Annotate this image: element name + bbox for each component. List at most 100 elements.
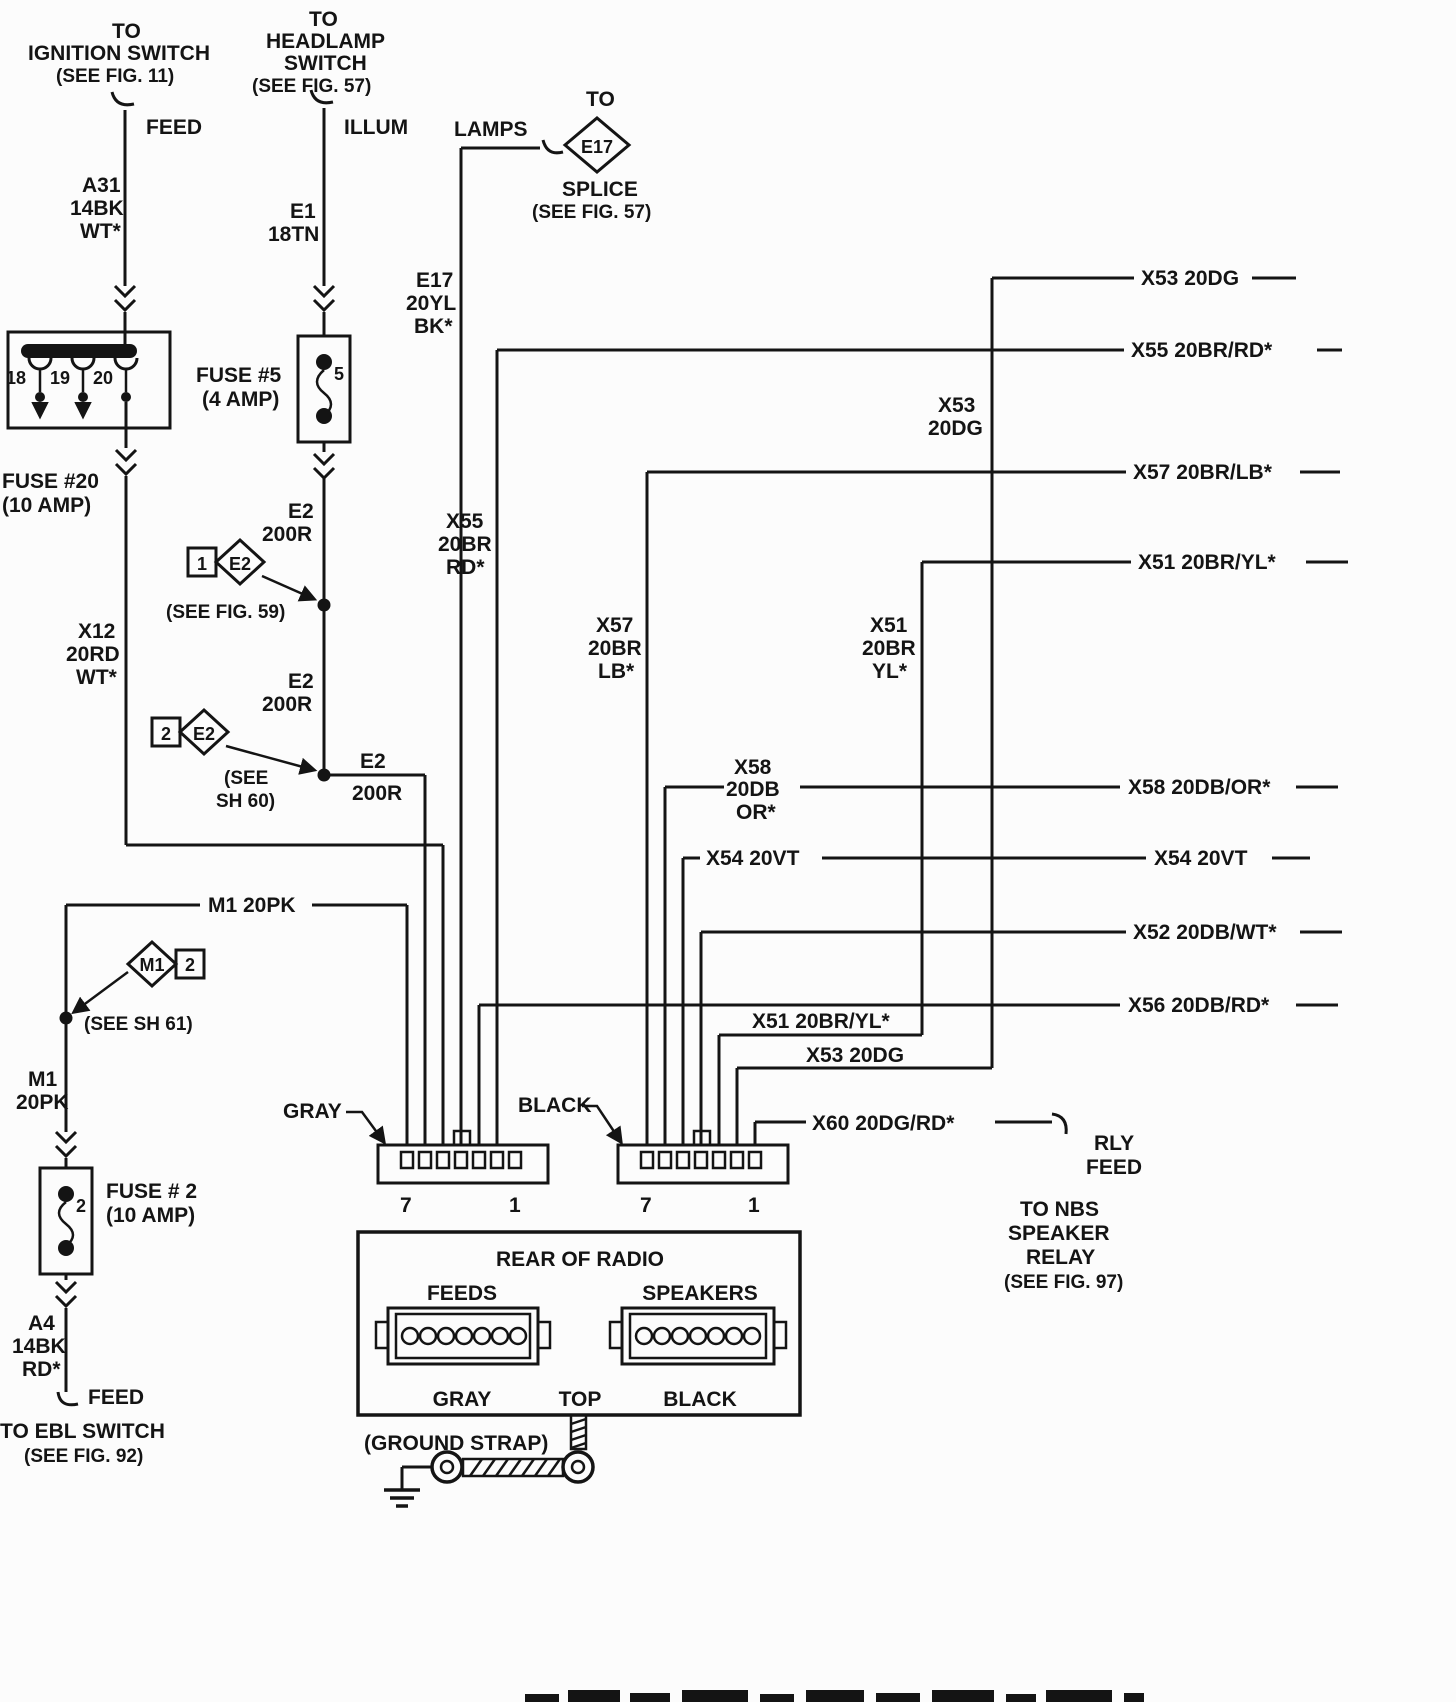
splice1-code: E2 — [229, 554, 251, 574]
splice-m1-index-box — [174, 948, 206, 980]
rly-feed-line2: FEED — [1086, 1156, 1142, 1179]
label-x55-right: X55 20BR/RD* — [1131, 339, 1273, 362]
wire-x60 — [753, 1112, 1068, 1145]
wire-x52 — [699, 930, 1342, 1145]
to-headlamp-line3: SWITCH — [284, 52, 367, 75]
to-nbs-line3: RELAY — [1026, 1246, 1095, 1269]
clipped-caption-fragments — [525, 1690, 1144, 1702]
illum-label: ILLUM — [344, 116, 408, 139]
lamps-branch-wires — [459, 116, 632, 1145]
terminal-19: 19 — [50, 368, 70, 388]
to-ignition-ref: (SEE FIG. 11) — [56, 66, 174, 87]
stack-x58-id: X58 — [734, 756, 772, 779]
splice2-code: E2 — [193, 724, 215, 744]
speakers-connector-drawing — [608, 1306, 788, 1366]
black-pin1: 1 — [748, 1194, 760, 1217]
stack-x57-id: X57 — [596, 614, 633, 637]
splice-m1-code: M1 — [139, 955, 164, 975]
label-x54-right: X54 20VT — [1154, 847, 1248, 870]
fuse20-rating: (10 AMP) — [2, 494, 91, 517]
wire-e1-label: E1 — [290, 200, 316, 223]
stack-x58-color: OR* — [736, 801, 777, 824]
stack-x55-gauge: 20BR — [438, 533, 492, 556]
splice-label: SPLICE — [562, 178, 638, 201]
rear-of-radio-box — [356, 1230, 802, 1417]
gray-pin1: 1 — [509, 1194, 521, 1217]
wire-x12-label: X12 — [78, 620, 115, 643]
ring-terminal-left — [430, 1450, 464, 1484]
wire-e2-seg2-label: E2 — [288, 670, 314, 693]
splice2-diamond — [177, 707, 231, 757]
wire-x12-gauge: 20RD — [66, 643, 120, 666]
braided-strap — [461, 1457, 565, 1478]
splice1-ref: (SEE FIG. 59) — [166, 602, 285, 623]
ignition-branch-wires — [6, 91, 445, 1145]
ground-strap-drawing — [384, 1413, 595, 1508]
tag-x53-near-connector: X53 20DG — [806, 1044, 904, 1067]
stack-x57-color: LB* — [598, 660, 635, 683]
wire-m1-gauge: 20PK — [16, 1091, 69, 1114]
stack-x51-gauge: 20BR — [862, 637, 916, 660]
wire-break-hook — [56, 1391, 79, 1407]
top-label: TOP — [559, 1388, 602, 1411]
splice1-index: 1 — [197, 554, 207, 574]
black-pointer-arrow — [582, 1104, 623, 1145]
splice-m1-index: 2 — [185, 955, 195, 975]
wire-e2-seg2-gauge: 200R — [262, 693, 312, 716]
wire-e17-color: BK* — [414, 315, 453, 338]
to-ignition-line1: TO — [112, 20, 141, 43]
label-x52-right: X52 20DB/WT* — [1133, 921, 1277, 944]
terminal-20: 20 — [93, 368, 113, 388]
wire-a31-gauge: 14BK — [70, 197, 124, 220]
black-connector-label: BLACK — [518, 1094, 592, 1117]
illum-branch-wires — [150, 89, 427, 1145]
terminal-18: 18 — [6, 368, 26, 388]
wire-x56 — [477, 1003, 1338, 1145]
splice2-ref-line2: SH 60) — [216, 791, 275, 812]
label-x54-left: X54 20VT — [706, 847, 800, 870]
lamps-label: LAMPS — [454, 118, 528, 141]
gray-connector — [346, 1110, 550, 1185]
stack-x55-color: RD* — [446, 556, 485, 579]
wire-e2-seg3-label: E2 — [360, 750, 386, 773]
fuse20-name: FUSE #20 — [2, 470, 99, 493]
label-x57-right: X57 20BR/LB* — [1133, 461, 1273, 484]
feeds-label: FEEDS — [427, 1282, 497, 1305]
splice1-diamond — [213, 537, 267, 587]
wire-x55 — [495, 348, 1342, 1145]
stack-x53-id: X53 — [938, 394, 975, 417]
fuse2-rating: (10 AMP) — [106, 1204, 195, 1227]
splice2-index: 2 — [161, 724, 171, 744]
wire-x58 — [663, 785, 1338, 1145]
fuse5-number: 5 — [334, 364, 344, 384]
to-nbs-ref: (SEE FIG. 97) — [1004, 1272, 1123, 1293]
label-x56-right: X56 20DB/RD* — [1128, 994, 1270, 1017]
wire-x54 — [681, 856, 1310, 1145]
feed-label-bottom: FEED — [88, 1386, 144, 1409]
to-ebl-switch: TO EBL SWITCH — [0, 1420, 165, 1443]
m1-branch-wires — [38, 903, 409, 1407]
wire-a4-color: RD* — [22, 1358, 61, 1381]
wire-x53 — [735, 276, 1296, 1145]
ground-symbol — [384, 1488, 420, 1508]
wire-x12-color: WT* — [76, 666, 118, 689]
wire-break-hook — [309, 89, 334, 105]
splice-m1-ref: (SEE SH 61) — [84, 1014, 193, 1035]
tag-x51-near-connector: X51 20BR/YL* — [752, 1010, 891, 1033]
label-x58-right: X58 20DB/OR* — [1128, 776, 1271, 799]
wire-e1-gauge: 18TN — [268, 223, 319, 246]
fuse5-rating: (4 AMP) — [202, 388, 279, 411]
stack-x51-color: YL* — [872, 660, 908, 683]
wire-e17-gauge: 20YL — [406, 292, 456, 315]
tag-x60: X60 20DG/RD* — [812, 1112, 955, 1135]
gray-pin7: 7 — [400, 1194, 412, 1217]
black-connector — [582, 1104, 790, 1185]
fuse2-number: 2 — [76, 1196, 86, 1216]
splice-e17-code: E17 — [581, 137, 613, 157]
wire-a31-color: WT* — [80, 220, 122, 243]
gray-connector-label: GRAY — [283, 1100, 342, 1123]
gray-bottom-label: GRAY — [433, 1388, 492, 1411]
splice-dot-e2-1 — [317, 598, 331, 612]
fuse-5 — [296, 334, 352, 444]
